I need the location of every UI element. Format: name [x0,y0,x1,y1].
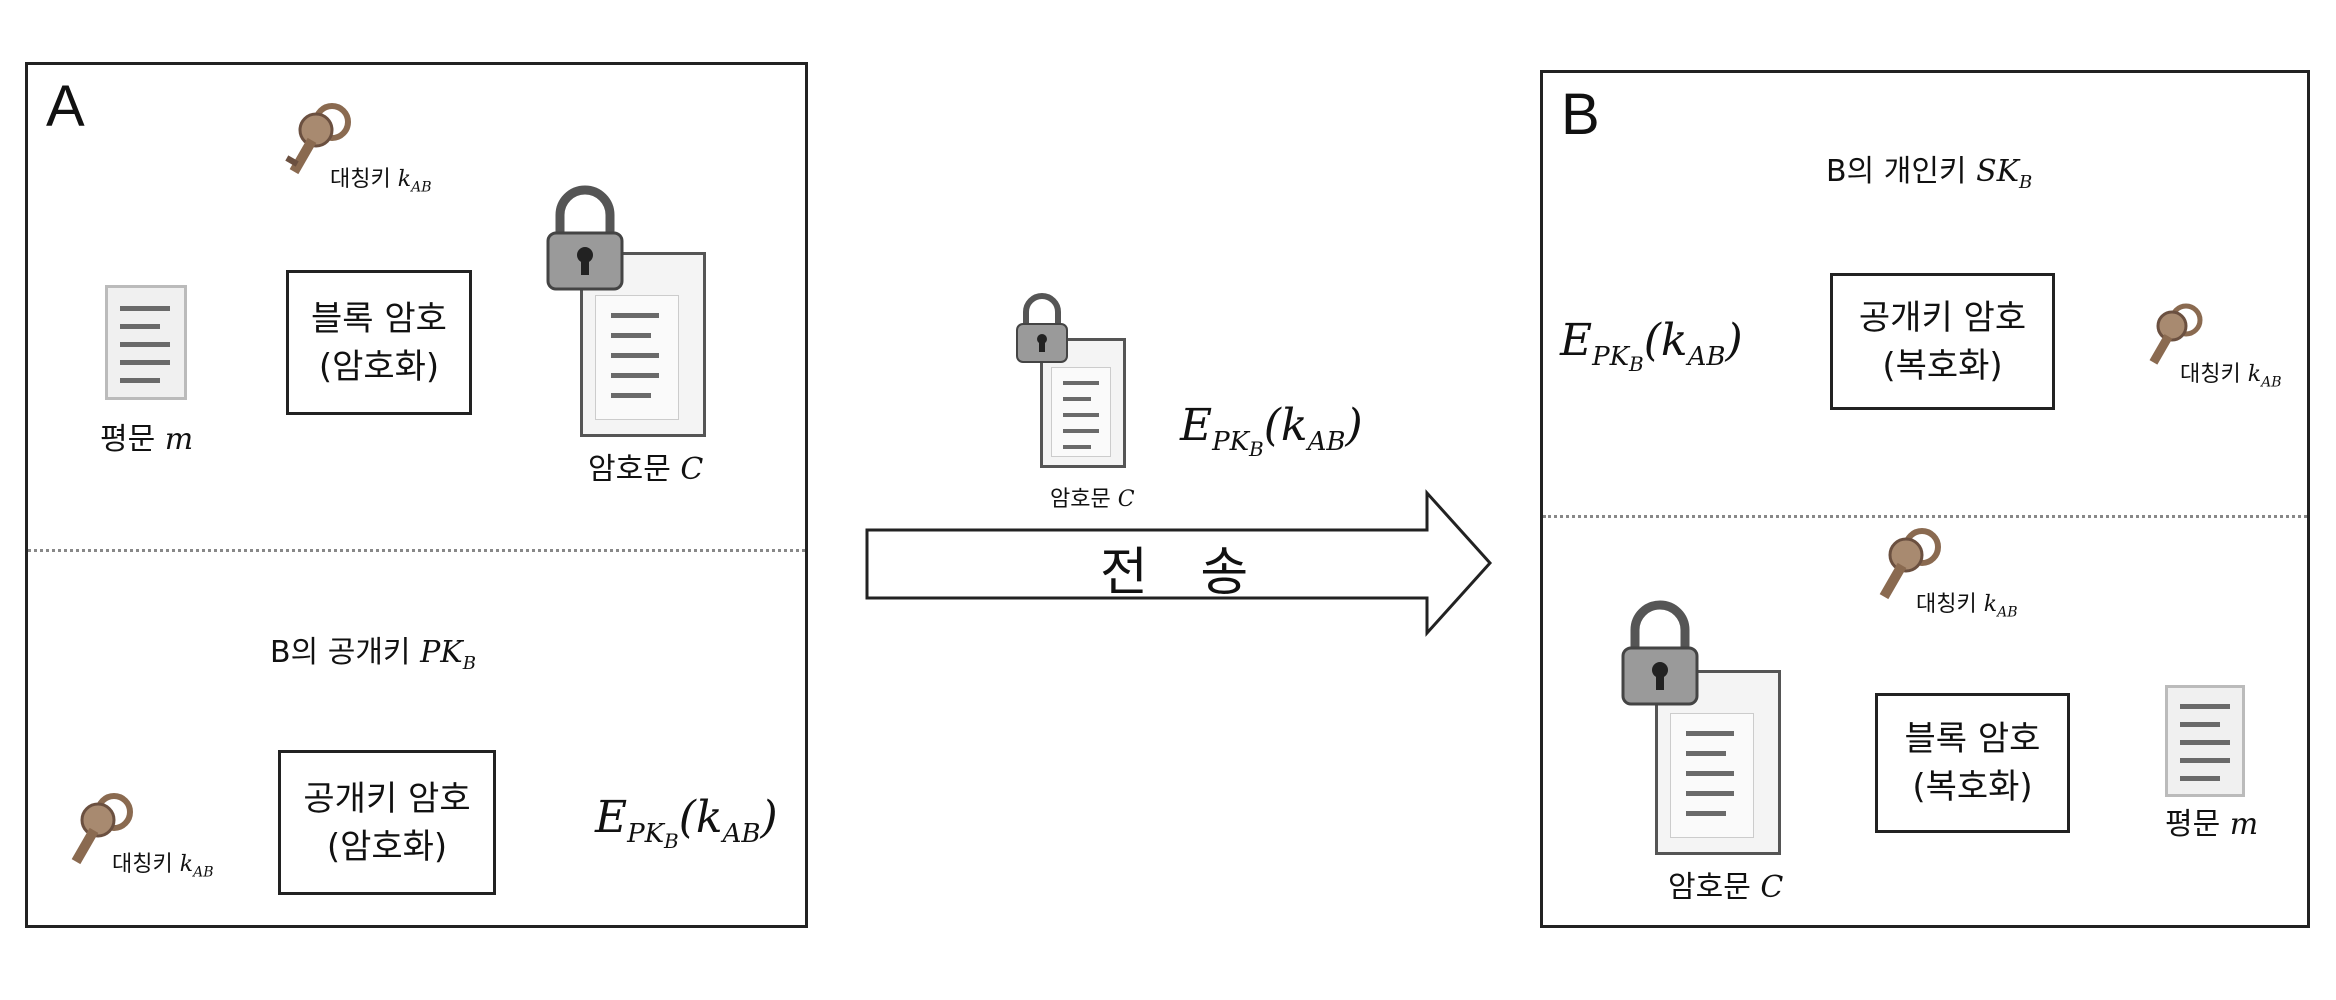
key-icon [285,103,351,175]
pk-box-line2: (암호화) [326,826,448,867]
public-key-sub: B [462,653,476,674]
block-box-line2: (암호화) [318,346,440,387]
key2-math: k [179,852,194,877]
plaintext-b-math: m [2229,807,2259,842]
ciphertext-b-text: 암호문 [1668,870,1751,905]
key-sym-label: 대칭키 kAB [330,160,431,207]
lock-icon [1016,293,1068,363]
pk-box-line1: 공개키 암호 [303,778,471,819]
panel-a-label: A [46,74,85,139]
key-sym-b-label: 대칭키 kAB [1916,585,2017,632]
block-decrypt-line2: (복호화) [1912,767,2033,807]
expr-k: k [695,792,723,843]
key-icon [71,793,133,865]
private-key-label: B의 개인키 SKB [1826,152,2032,203]
expr-PK: PK [627,818,665,849]
encrypted-key-output: EPKB(kAB) [595,792,778,853]
block-cipher-decrypt-box: 블록 암호 (복호화) [1875,693,2070,833]
transfer-doc-math: C [1117,487,1135,512]
block-cipher-encrypt-box: 블록 암호 (암호화) [286,270,472,415]
transfer-ciphertext-label: 암호문 C [1050,480,1135,520]
key-out-text: 대칭키 [2180,362,2241,387]
transfer-expression: EPKB(kAB) [1180,400,1363,461]
ciphertext-label: 암호문 C [588,450,703,490]
transfer-label: 전 송 [1100,543,1267,603]
key-sym-b-text: 대칭키 [1916,592,1977,617]
public-key-label: B의 공개키 PKB [270,633,476,684]
ciphertext-text: 암호문 [588,452,671,487]
key2-sub: AB [193,864,214,881]
transfer-expr-k: k [1280,400,1308,451]
private-key-math: SK [1976,154,2020,189]
lock-icon [1621,600,1699,706]
key-sym-b-sub: AB [1997,604,2018,621]
private-key-text: B의 개인키 [1826,154,1967,189]
public-key-math: PK [420,635,463,670]
plaintext-document-icon [105,285,187,400]
expr-E: E [595,792,628,843]
ciphertext-math: C [680,452,704,487]
transfer-arrow [865,489,1493,637]
panel-b-divider [1543,515,2307,518]
plaintext-b-label: 평문 m [2165,805,2258,845]
input-expr-B: B [1629,351,1644,376]
key-icon [1879,528,1941,600]
input-expr-k: k [1660,315,1688,366]
transfer-expr-E: E [1180,400,1213,451]
plaintext-math: m [164,422,194,457]
block-decrypt-line1: 블록 암호 [1904,719,2041,759]
pk-decrypt-line1: 공개키 암호 [1858,297,2027,338]
ciphertext-document-icon [580,252,706,437]
plaintext-document-icon [2165,685,2245,797]
plaintext-label: 평문 m [100,420,193,460]
input-expr-PK: PK [1592,341,1630,372]
key2-label: 대칭키 kAB [112,845,213,892]
panel-a-divider [28,549,805,552]
key-out-sub: AB [2261,374,2282,391]
key-sym-text: 대칭키 [330,167,391,192]
transfer-expr-B: B [1249,436,1264,461]
transfer-ciphertext-document-icon [1040,338,1126,468]
transfer-expr-PK: PK [1212,426,1250,457]
key-sym-b-math: k [1983,592,1998,617]
ciphertext-b-label: 암호문 C [1668,868,1783,908]
encrypted-key-input: EPKB(kAB) [1560,315,1743,376]
key-sym-math: k [397,167,412,192]
key-icon [2149,303,2203,365]
public-key-encrypt-box: 공개키 암호 (암호화) [278,750,496,895]
public-key-text: B의 공개키 [270,635,411,670]
input-expr-E: E [1560,315,1593,366]
plaintext-b-text: 평문 [2165,807,2221,842]
expr-AB: AB [722,818,761,849]
key-out-label: 대칭키 kAB [2180,355,2281,402]
key2-text: 대칭키 [112,852,173,877]
ciphertext-b-math: C [1760,870,1784,905]
transfer-doc-text: 암호문 [1050,487,1111,512]
pk-decrypt-line2: (복호화) [1882,345,2003,386]
panel-b-label: B [1561,82,1600,147]
plaintext-text: 평문 [100,422,156,457]
key-out-math: k [2247,362,2262,387]
input-expr-AB: AB [1687,341,1726,372]
public-key-decrypt-box: 공개키 암호 (복호화) [1830,273,2055,410]
key-sym-sub: AB [411,179,432,196]
expr-B: B [664,828,679,853]
transfer-expr-AB: AB [1307,426,1346,457]
private-key-sub: B [2019,172,2033,193]
lock-icon [546,185,624,291]
block-box-line1: 블록 암호 [311,298,447,339]
